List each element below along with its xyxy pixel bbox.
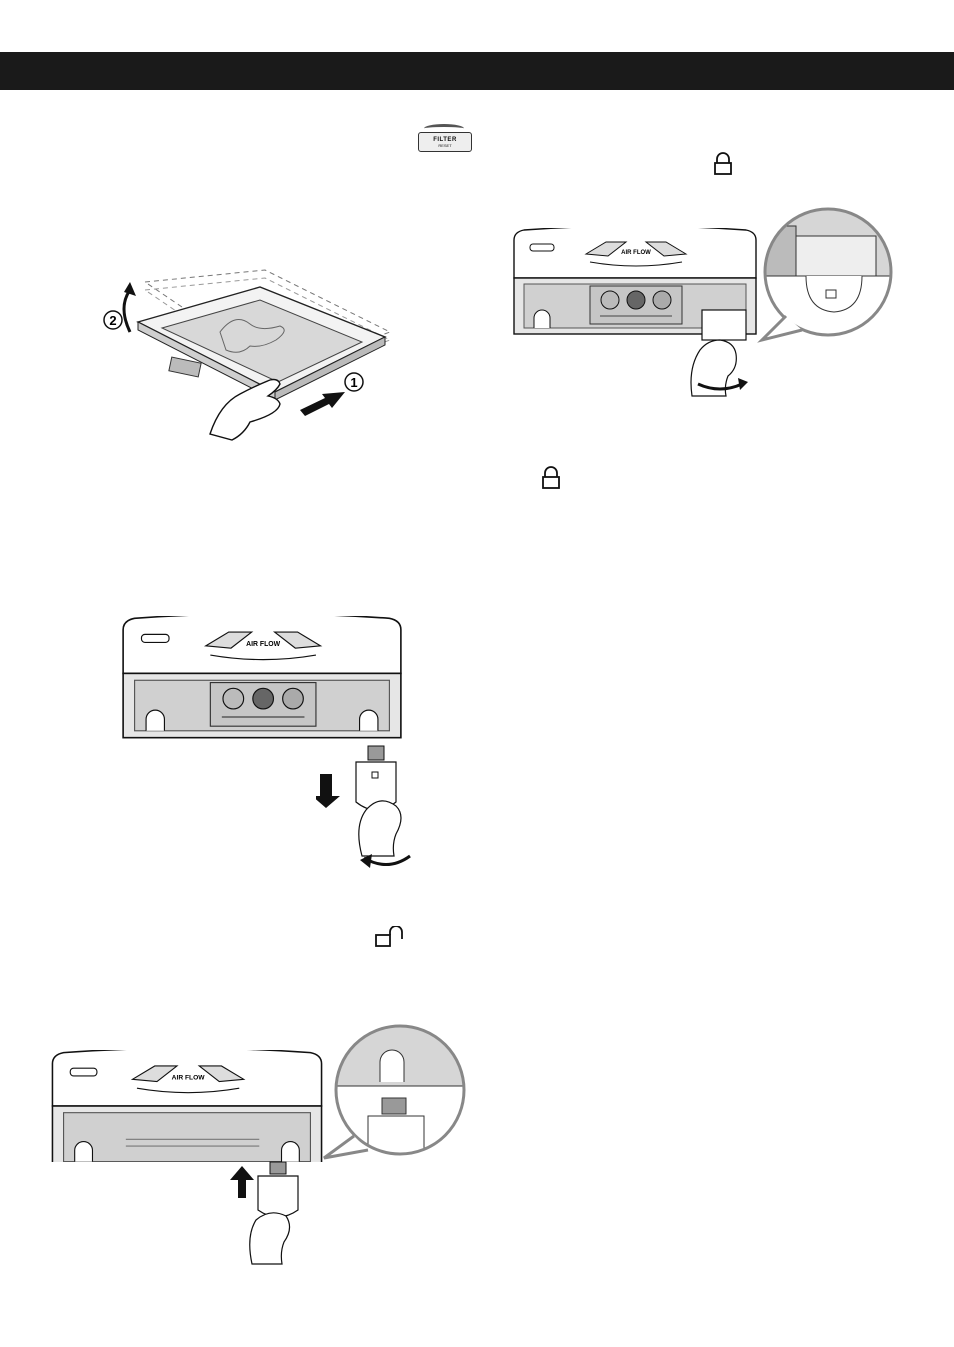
airflow-label: AIR FLOW (172, 1074, 206, 1081)
filter-knob (627, 291, 645, 309)
filter-button-sublabel: RESET (419, 144, 471, 148)
filter-knob (601, 291, 619, 309)
filter-knob (653, 291, 671, 309)
lock-closed-icon (540, 466, 562, 490)
header-bar (0, 52, 954, 90)
step-2-label: 2 (109, 313, 116, 328)
step-1-label: 1 (350, 375, 357, 390)
airflow-label: AIR FLOW (621, 250, 651, 256)
zoom-detail-unlocked (318, 1020, 470, 1164)
filter-knob (253, 688, 274, 709)
zoom-detail-locked (756, 206, 896, 346)
filter-removal-illustration (316, 744, 416, 882)
filter-insert-illustration (222, 1160, 322, 1270)
cover-removal-illustration: 2 1 (100, 262, 400, 452)
filter-reset-button-icon: FILTER RESET (418, 132, 472, 152)
airflow-label: AIR FLOW (246, 641, 280, 648)
filter-install-hand (684, 306, 754, 406)
filter-housing-mid-left: AIR FLOW (116, 616, 408, 748)
filter-knob (283, 688, 304, 709)
lock-closed-icon (712, 152, 734, 176)
filter-housing-bottom-left: AIR FLOW (48, 1050, 326, 1162)
lock-open-icon (374, 926, 408, 948)
filter-knob (223, 688, 244, 709)
